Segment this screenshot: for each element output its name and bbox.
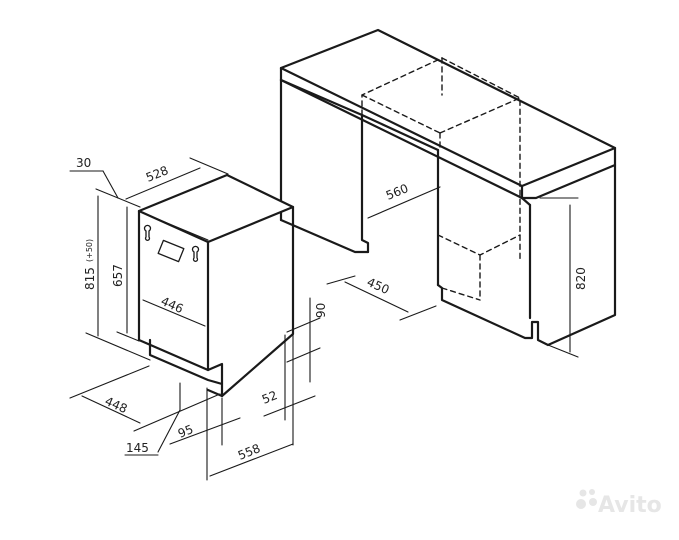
dim-558: 558: [236, 441, 262, 463]
dim-52: 52: [260, 388, 279, 407]
watermark: Avito: [598, 493, 662, 518]
dim-560: 560: [384, 181, 410, 203]
dim-90: 90: [314, 303, 328, 318]
avito-logo-icon: [576, 489, 597, 509]
dim-95: 95: [176, 422, 195, 441]
dishwasher-front-details: [143, 224, 200, 263]
kitchen-cabinet: [279, 28, 617, 347]
dim-30: 30: [76, 156, 91, 170]
dim-657: 657: [111, 264, 125, 287]
dim-815-adjust: (+50): [85, 239, 94, 262]
dim-448: 448: [103, 394, 130, 416]
niche-hidden-lines: [361, 57, 521, 301]
dishwasher: [137, 173, 295, 398]
dim-820: 820: [574, 267, 588, 290]
dim-145: 145: [126, 441, 149, 455]
dimension-lines: [69, 157, 579, 481]
dim-815: 815: [83, 267, 97, 290]
